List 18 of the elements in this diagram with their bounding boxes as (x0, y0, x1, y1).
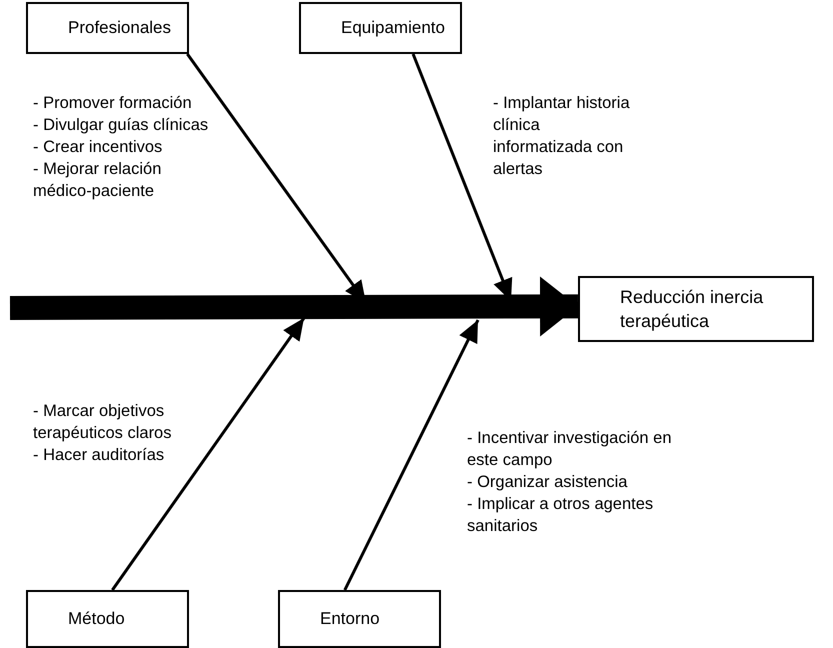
spine-arrow (10, 276, 578, 336)
category-box: Entorno (278, 590, 441, 648)
bullet-item: - Implicar a otros agentes sanitarios (467, 494, 654, 537)
arrow (343, 319, 480, 591)
bullet-item: - Marcar objetivos terapéuticos claros (33, 401, 172, 444)
bullet-item: - Incentivar investigación en este campo (467, 428, 673, 471)
arrow (111, 317, 306, 591)
category-box: Método (26, 590, 189, 648)
bullet-item: - Mejorar relación médico-paciente (33, 159, 162, 202)
bullet-item: - Promover formación (33, 93, 193, 114)
category-box: Equipamiento (299, 2, 462, 54)
bullet-item: - Hacer auditorías (33, 445, 166, 466)
category-box: Profesionales (26, 2, 189, 54)
bullet-item: - Divulgar guías clínicas (33, 115, 210, 136)
bullet-item: - Crear incentivos (33, 137, 164, 158)
effect-box: Reducción inercia terapéutica (578, 276, 814, 342)
bullet-item: - Organizar asistencia (467, 472, 628, 493)
bullet-item: - Implantar historia clínica informatizada con alertas (493, 93, 631, 180)
